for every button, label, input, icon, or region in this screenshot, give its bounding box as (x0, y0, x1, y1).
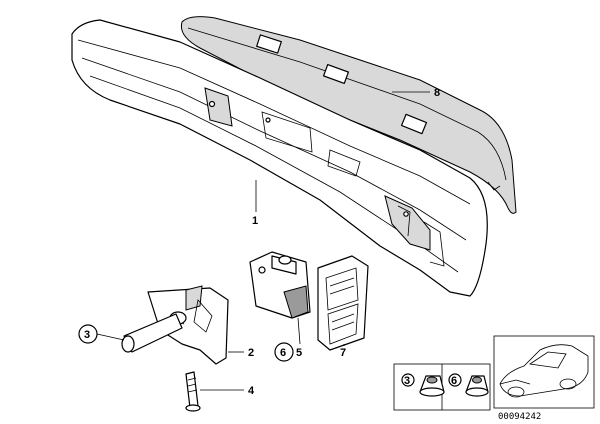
callout-5: 5 (296, 317, 302, 359)
bolt-part (185, 371, 201, 412)
small-parts-inset: 3 6 (393, 363, 491, 411)
bumper-carrier-part (71, 19, 488, 297)
callout-4: 4 (200, 385, 255, 397)
callout-3: 3 (78, 324, 125, 344)
callout-1: 1 (252, 180, 258, 227)
svg-text:8: 8 (434, 87, 440, 99)
svg-text:7: 7 (340, 347, 346, 359)
svg-text:3: 3 (404, 375, 410, 387)
callout-6: 6 (274, 342, 294, 362)
callout-2: 2 (228, 347, 254, 359)
svg-text:6: 6 (451, 375, 457, 387)
bracket-assembly-part (121, 285, 229, 365)
callout-8: 8 (392, 87, 440, 99)
grille-cover-part (317, 255, 369, 351)
svg-text:4: 4 (248, 385, 255, 397)
pad-part (249, 251, 311, 319)
vehicle-thumbnail (493, 335, 595, 409)
callout-7: 7 (340, 344, 346, 359)
svg-text:1: 1 (252, 215, 258, 227)
svg-text:5: 5 (296, 347, 302, 359)
svg-text:6: 6 (280, 347, 286, 359)
svg-text:3: 3 (84, 329, 90, 341)
foam-strip-part (180, 16, 517, 214)
svg-text:2: 2 (248, 347, 254, 359)
diagram-code: 00094242 (498, 412, 541, 422)
